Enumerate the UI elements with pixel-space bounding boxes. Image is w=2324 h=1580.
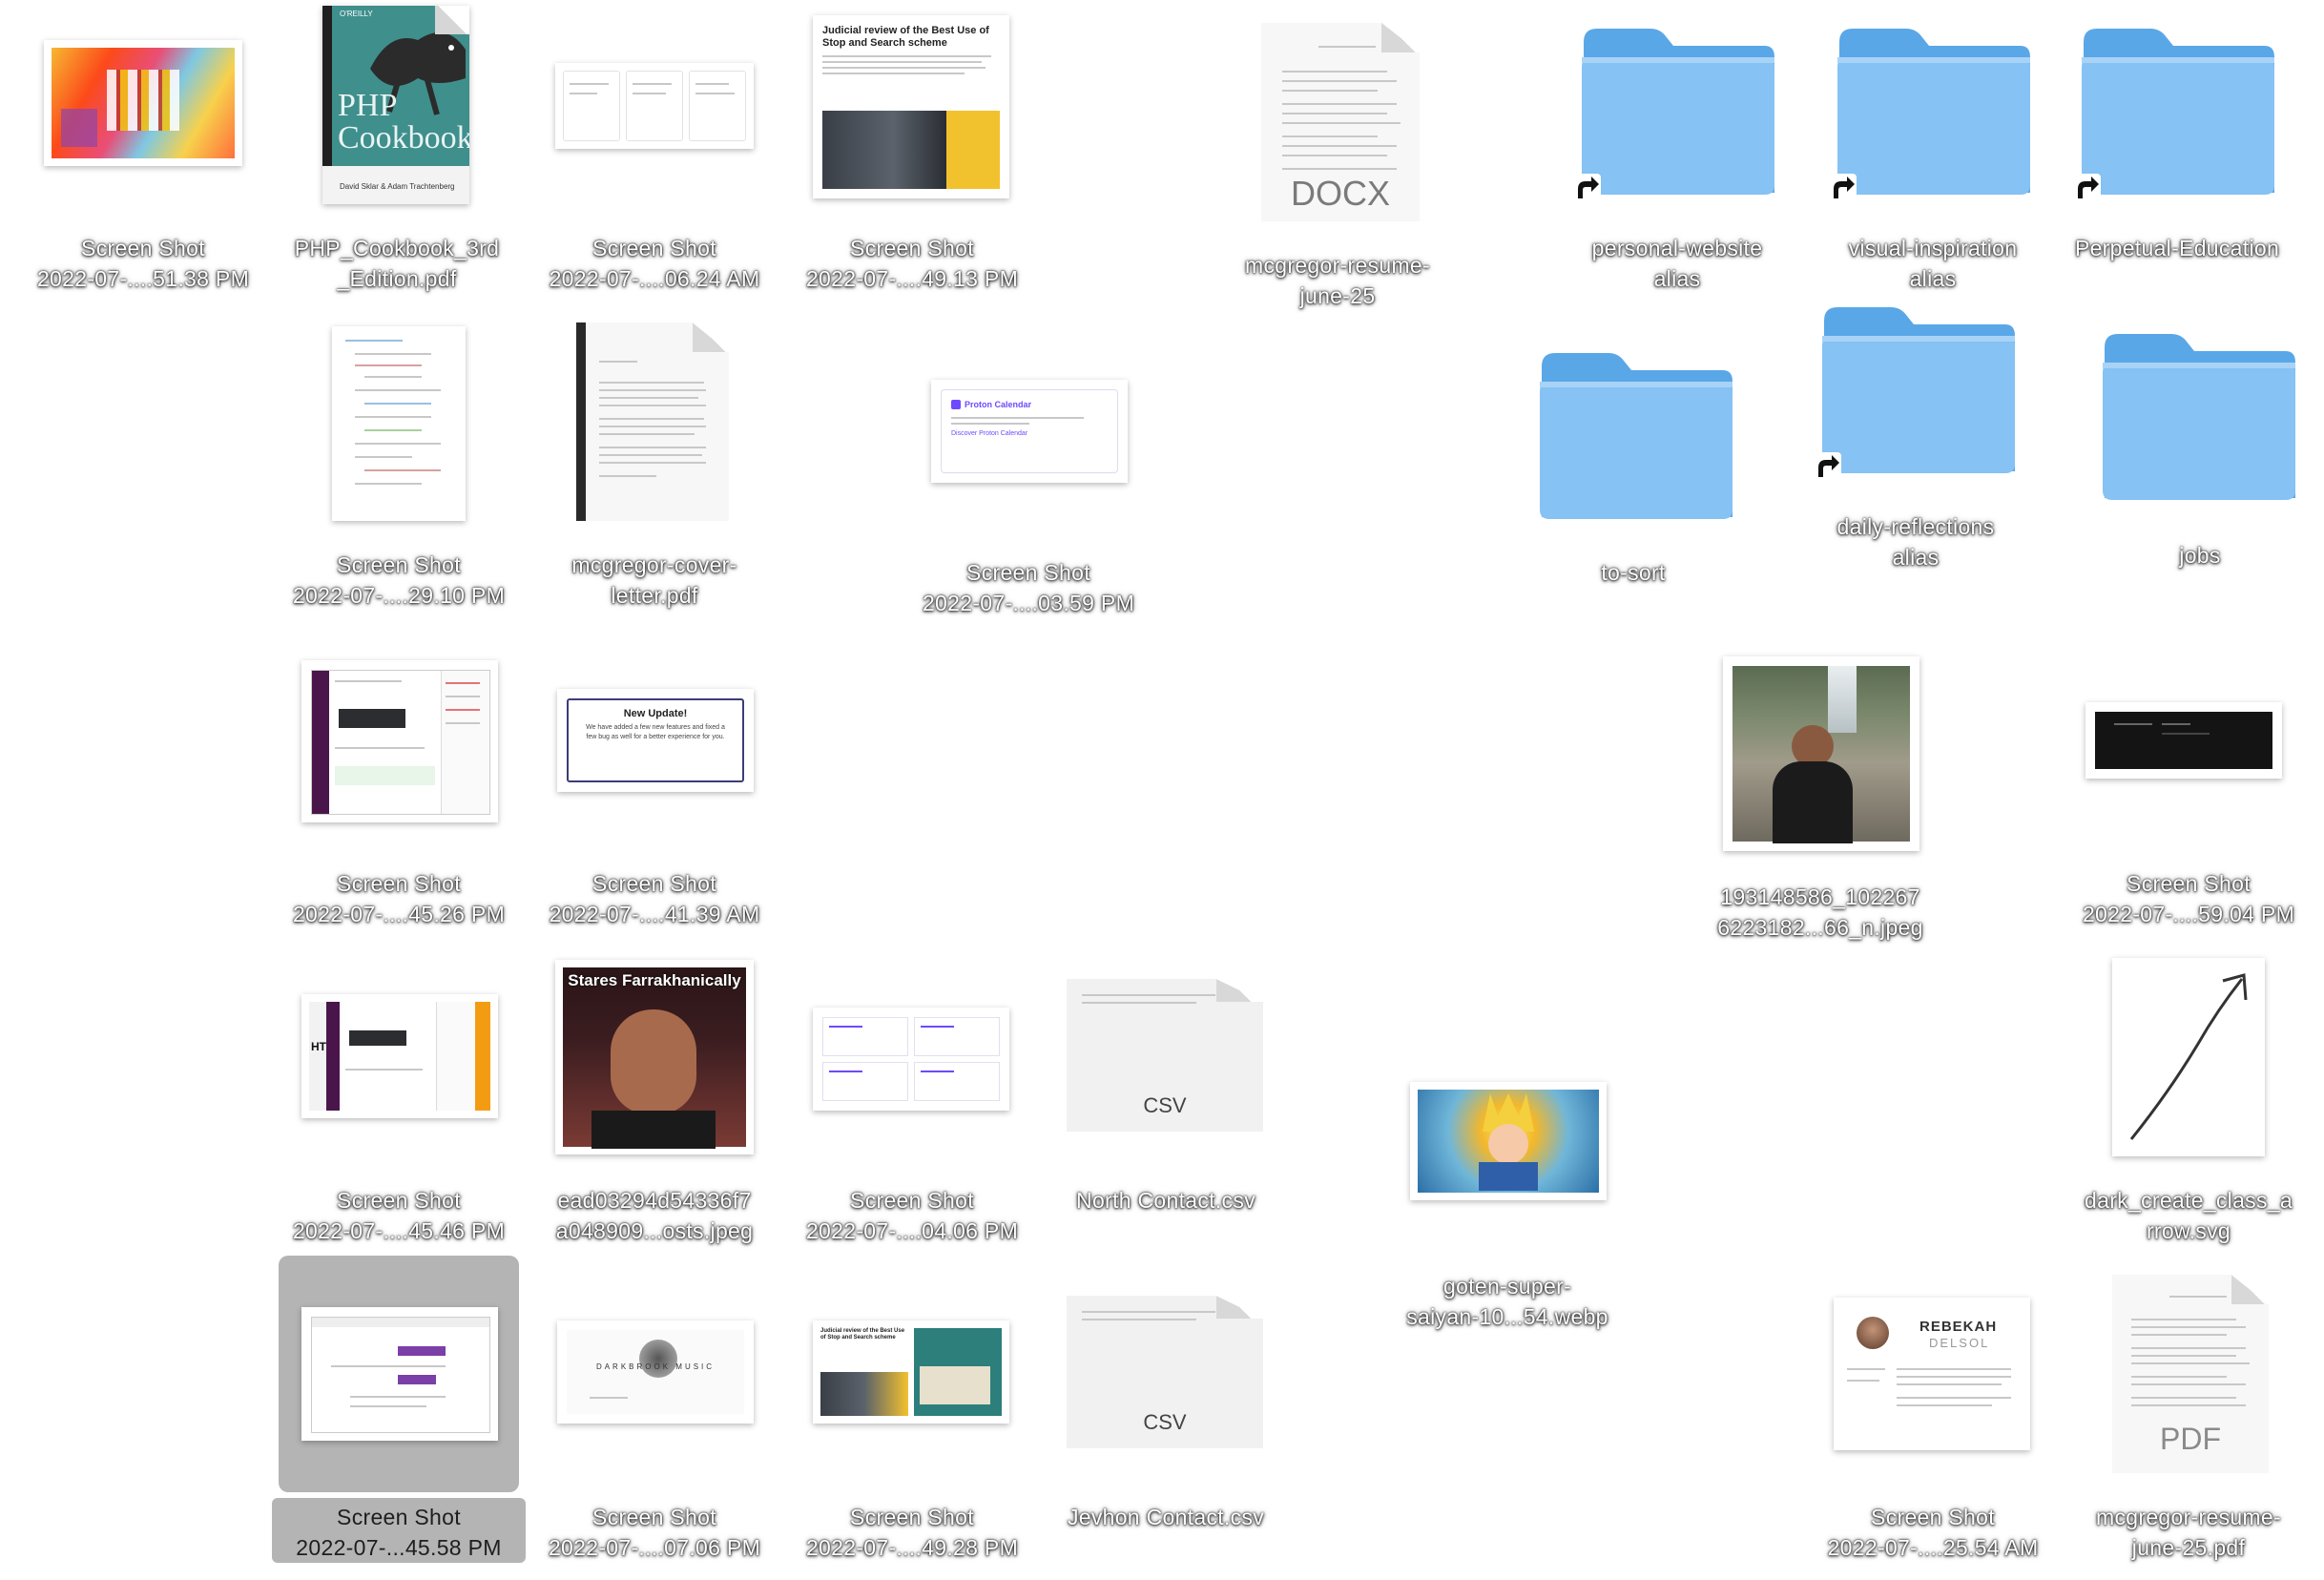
screenshot-thumbnail: Judicial review of the Best Use of Stop … xyxy=(813,15,1009,198)
screenshot-thumbnail xyxy=(301,1307,498,1441)
file-label: mcgregor-cover-letter.pdf xyxy=(571,552,737,608)
photo-thumbnail: Stares Farrakhanically xyxy=(555,960,754,1154)
screenshot-thumbnail: Judicial review of the Best Use of Stop … xyxy=(813,1320,1009,1424)
pdf-cover-thumbnail: O'REILLY PHP Cookbook David Sklar & Adam… xyxy=(322,6,469,204)
arrow-drawing xyxy=(2129,973,2248,1140)
folder-label: Perpetual-Education xyxy=(2074,236,2280,260)
article-headline: Judicial review of the Best Use of Stop … xyxy=(822,25,989,49)
alias-arrow-icon xyxy=(1570,174,1601,204)
screenshot-thumbnail: New Update! We have added a few new feat… xyxy=(557,689,754,792)
publisher-label: O'REILLY xyxy=(340,10,373,18)
file-label: North Contact.csv xyxy=(1076,1188,1255,1213)
csv-document-icon: CSV xyxy=(1067,1296,1263,1448)
screenshot-thumbnail: REBEKAH DELSOL xyxy=(1834,1298,2030,1450)
file-label: mcgregor-resume-june-25.pdf xyxy=(2096,1505,2281,1560)
file-label: mcgregor-resume-june-25 xyxy=(1245,253,1430,308)
alias-arrow-icon xyxy=(2070,174,2101,204)
brand-label: Proton Calendar xyxy=(965,400,1032,409)
folder-label: to-sort xyxy=(1601,560,1666,585)
alias-arrow-icon xyxy=(1826,174,1857,204)
screenshot-thumbnail: Proton Calendar Discover Proton Calendar xyxy=(931,380,1128,483)
meme-caption: Stares Farrakhanically xyxy=(568,971,741,989)
discover-link: Discover Proton Calendar xyxy=(951,430,1028,437)
pdf-document-icon: PDF xyxy=(2112,1275,2269,1473)
screenshot-thumbnail xyxy=(44,40,242,166)
iguana-illustration xyxy=(370,32,466,115)
screenshot-thumbnail xyxy=(555,63,754,149)
file-extension-badge: CSV xyxy=(1143,1093,1187,1117)
screenshot-thumbnail: DARKBROOK MUSIC xyxy=(557,1320,754,1424)
folder-label: jobs xyxy=(2179,543,2221,568)
docx-document-icon: DOCX xyxy=(1261,23,1420,221)
screenshot-thumbnail xyxy=(301,660,498,822)
file-extension-badge: PDF xyxy=(2160,1422,2221,1456)
calendar-icon xyxy=(951,400,961,409)
screenshot-thumbnail xyxy=(332,326,466,521)
csv-document-icon: CSV xyxy=(1067,979,1263,1132)
file-label: goten-super-saiyan-10...54.webp xyxy=(1406,1274,1608,1329)
selection-label-highlight xyxy=(272,1498,526,1563)
screenshot-thumbnail xyxy=(813,1008,1009,1111)
screenshot-thumbnail xyxy=(2085,702,2282,779)
folder-icon xyxy=(1582,29,1774,195)
image-thumbnail xyxy=(1410,1082,1607,1200)
file-extension-badge: DOCX xyxy=(1290,174,1390,213)
file-label: PHP_Cookbook_3rd_Edition.pdf xyxy=(294,236,500,291)
screenshot-thumbnail: HT xyxy=(301,994,498,1118)
folder-icon xyxy=(1822,307,2015,473)
image-thumbnail xyxy=(2112,958,2265,1156)
folder-icon xyxy=(2103,334,2295,500)
name-line-1: REBEKAH xyxy=(1919,1319,1998,1335)
folder-icon xyxy=(1540,353,1733,519)
avatar xyxy=(1857,1317,1889,1349)
photo-thumbnail xyxy=(1723,656,1919,851)
brand-label: DARKBROOK MUSIC xyxy=(595,1362,716,1371)
file-extension-badge: CSV xyxy=(1143,1410,1187,1434)
author-label: David Sklar & Adam Trachtenberg xyxy=(340,182,455,191)
article-headline: Judicial review of the Best Use of Stop … xyxy=(820,1328,905,1341)
pdf-document-icon xyxy=(576,322,729,521)
name-line-2: DELSOL xyxy=(1929,1336,1990,1350)
update-body: We have added a few new features and fix… xyxy=(586,724,725,740)
folder-icon xyxy=(2082,29,2274,195)
folder-icon xyxy=(1837,29,2030,195)
file-label: Jevhon Contact.csv xyxy=(1067,1505,1265,1529)
update-title: New Update! xyxy=(623,708,688,719)
alias-arrow-icon xyxy=(1811,452,1841,483)
